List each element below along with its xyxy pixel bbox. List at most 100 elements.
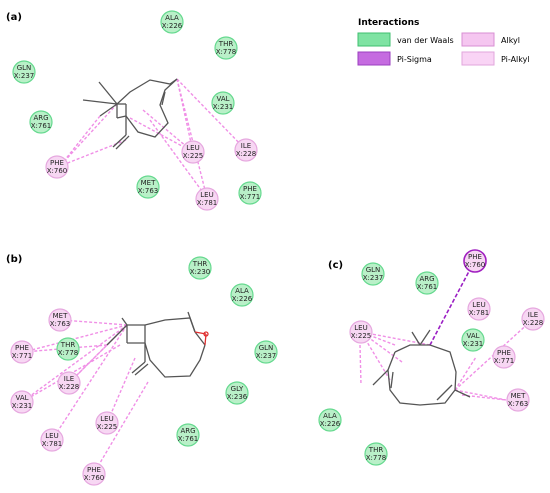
svg-text:X:761: X:761 — [417, 283, 438, 291]
residue-met763: MET X:763 — [506, 388, 530, 412]
svg-text:GLY: GLY — [231, 385, 244, 393]
svg-text:PHE: PHE — [15, 344, 29, 352]
legend-label-vdw: van der Waals — [397, 36, 454, 45]
svg-text:X:226: X:226 — [162, 22, 183, 30]
residue-gln237: GLN X:237 — [12, 60, 36, 84]
residue-thr230: THR X:230 — [188, 256, 212, 280]
residue-ile228: ILE X:228 — [57, 371, 81, 395]
svg-text:PHE: PHE — [50, 159, 64, 167]
residue-ile228: ILE X:228 — [234, 138, 258, 162]
residue-phe760: PHE X:760 — [463, 249, 487, 273]
svg-text:X:763: X:763 — [50, 320, 71, 328]
svg-text:X:763: X:763 — [138, 187, 159, 195]
residue-met763: MET X:763 — [136, 175, 160, 199]
svg-text:LEU: LEU — [186, 144, 199, 152]
svg-text:X:760: X:760 — [47, 167, 68, 175]
residue-leu781: LEU X:781 — [40, 428, 64, 452]
svg-text:X:225: X:225 — [183, 152, 204, 160]
legend-label-alkyl: Alkyl — [501, 36, 520, 45]
svg-text:X:763: X:763 — [508, 400, 529, 408]
svg-text:X:761: X:761 — [31, 122, 52, 130]
residue-thr778: THR X:778 — [214, 36, 238, 60]
svg-text:X:237: X:237 — [363, 274, 384, 282]
panel-c-label: (c) — [328, 260, 343, 271]
residue-gly236: GLY X:236 — [225, 381, 249, 405]
svg-text:PHE: PHE — [468, 253, 482, 261]
residue-leu781: LEU X:781 — [195, 187, 219, 211]
panel-a-label: (a) — [6, 12, 22, 23]
svg-text:THR: THR — [192, 260, 208, 268]
svg-text:X:778: X:778 — [216, 48, 237, 56]
svg-text:X:760: X:760 — [84, 474, 105, 482]
svg-text:X:778: X:778 — [58, 349, 79, 357]
svg-text:X:231: X:231 — [213, 103, 234, 111]
legend-label-pisigma: Pi-Sigma — [397, 55, 432, 64]
svg-text:X:226: X:226 — [320, 420, 341, 428]
residue-leu225: LEU X:225 — [95, 411, 119, 435]
svg-text:ARG: ARG — [419, 275, 434, 283]
residue-phe771: PHE X:771 — [10, 340, 34, 364]
svg-text:GLN: GLN — [366, 266, 381, 274]
residue-val231: VAL X:231 — [10, 390, 34, 414]
svg-text:X:771: X:771 — [240, 193, 261, 201]
residue-gln237: GLN X:237 — [361, 262, 385, 286]
svg-text:MET: MET — [141, 179, 156, 187]
svg-text:ARG: ARG — [33, 114, 48, 122]
svg-text:ILE: ILE — [241, 142, 251, 150]
svg-text:X:781: X:781 — [42, 440, 63, 448]
svg-text:PHE: PHE — [243, 185, 257, 193]
legend-label-pialkyl: Pi-Alkyl — [501, 55, 530, 64]
svg-text:MET: MET — [53, 312, 68, 320]
panel-b-label: (b) — [6, 254, 22, 265]
svg-text:X:231: X:231 — [463, 340, 484, 348]
svg-text:X:781: X:781 — [197, 199, 218, 207]
residue-met763: MET X:763 — [48, 308, 72, 332]
svg-text:X:771: X:771 — [12, 352, 33, 360]
svg-text:VAL: VAL — [466, 332, 479, 340]
svg-text:X:781: X:781 — [469, 309, 490, 317]
panel-b-molecule — [106, 311, 209, 378]
residue-phe771: PHE X:771 — [238, 181, 262, 205]
residue-gln237: GLN X:237 — [254, 340, 278, 364]
svg-text:X:228: X:228 — [523, 319, 544, 327]
svg-text:X:231: X:231 — [12, 402, 33, 410]
svg-text:ALA: ALA — [323, 412, 337, 420]
svg-text:X:237: X:237 — [14, 72, 35, 80]
residue-leu225: LEU X:225 — [181, 140, 205, 164]
legend-title: Interactions — [358, 18, 419, 28]
svg-text:X:226: X:226 — [232, 295, 253, 303]
svg-text:X:230: X:230 — [190, 268, 211, 276]
legend-swatch-vdw — [357, 32, 391, 47]
residue-leu781: LEU X:781 — [467, 297, 491, 321]
svg-text:X:225: X:225 — [351, 332, 372, 340]
legend-swatch-pialkyl — [461, 51, 495, 66]
svg-text:VAL: VAL — [15, 394, 28, 402]
svg-text:ILE: ILE — [64, 375, 74, 383]
legend-swatch-alkyl — [461, 32, 495, 47]
panel-a: ALA X:226 THR X:778 GLN X:237 VAL X:231 … — [12, 10, 262, 211]
panel-c: GLN X:237 ARG X:761 PHE X:760 LEU X:781 … — [318, 249, 545, 466]
residue-ile228: ILE X:228 — [521, 307, 545, 331]
residue-ala226: ALA X:226 — [160, 10, 184, 34]
residue-thr778: THR X:778 — [364, 442, 388, 466]
residue-arg761: ARG X:761 — [29, 110, 53, 134]
pi-sigma-line — [429, 259, 476, 346]
panel-b: THR X:230 ALA X:226 MET X:763 PHE X:771 … — [10, 256, 278, 486]
svg-text:LEU: LEU — [100, 415, 113, 423]
svg-text:X:778: X:778 — [366, 454, 387, 462]
panel-a-molecule — [82, 78, 178, 150]
residue-thr778: THR X:778 — [56, 337, 80, 361]
svg-text:X:228: X:228 — [236, 150, 257, 158]
svg-text:LEU: LEU — [200, 191, 213, 199]
legend: Interactions van der Waals Pi-Sigma Alky… — [357, 18, 530, 66]
svg-text:X:761: X:761 — [178, 435, 199, 443]
svg-text:X:771: X:771 — [494, 357, 515, 365]
panel-c-molecule — [372, 329, 471, 406]
residue-val231: VAL X:231 — [211, 91, 235, 115]
residue-ala226: ALA X:226 — [318, 408, 342, 432]
svg-text:LEU: LEU — [354, 324, 367, 332]
svg-text:ILE: ILE — [528, 311, 538, 319]
residue-phe760: PHE X:760 — [82, 462, 106, 486]
svg-text:MET: MET — [511, 392, 526, 400]
